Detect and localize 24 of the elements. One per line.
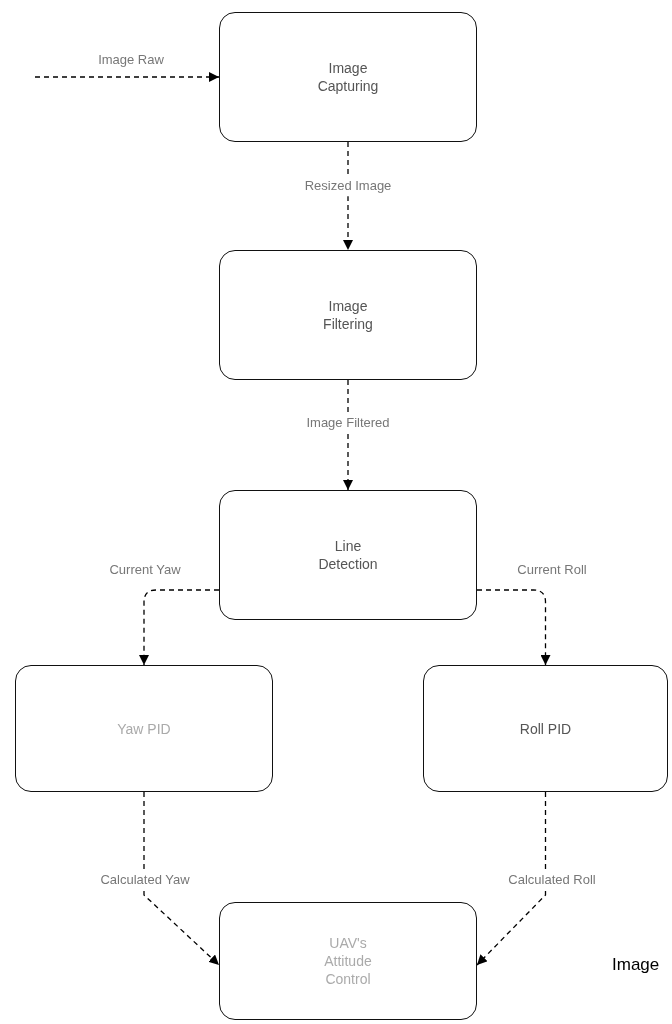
arrow	[34, 72, 220, 82]
process-box	[423, 665, 668, 792]
box-label: Image Capturing	[316, 59, 380, 95]
process-box	[15, 665, 273, 792]
process-box	[219, 490, 477, 620]
box-label: Roll PID	[518, 719, 573, 738]
box-label: Yaw PID	[116, 719, 172, 738]
caption-text: Image	[612, 954, 660, 976]
arrow	[139, 589, 220, 666]
box-label: Line Detection	[317, 537, 379, 573]
process-box	[219, 902, 477, 1020]
process-box	[219, 250, 477, 380]
edge-label: Calculated Yaw	[98, 870, 192, 890]
edge-label: Image Filtered	[304, 413, 392, 433]
arrow	[343, 141, 353, 251]
box-label: Image Filtering	[322, 297, 374, 333]
arrow	[143, 791, 220, 966]
edge-label: Resized Image	[302, 176, 394, 196]
arrow	[343, 379, 353, 491]
arrow	[476, 791, 547, 966]
box-label: UAV's Attitude Control	[323, 934, 373, 988]
process-box	[219, 12, 477, 142]
edge-label: Calculated Roll	[506, 870, 598, 890]
arrow	[476, 589, 551, 666]
